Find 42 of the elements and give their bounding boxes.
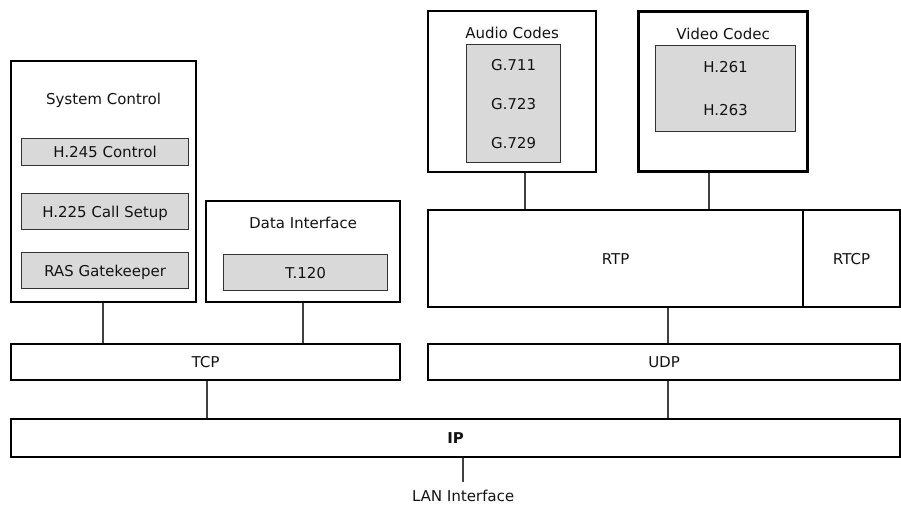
layer-box: [802, 209, 901, 308]
protocol-label: H.245 Control: [53, 143, 157, 161]
protocol-label: G.723: [490, 94, 536, 112]
group-heading: Data Interface: [248, 214, 358, 232]
group-box: [637, 10, 809, 173]
protocol-label: H.263: [703, 100, 748, 119]
protocol-box: [655, 45, 796, 132]
layer-box: [427, 209, 804, 308]
protocol-label: LAN Interface: [412, 487, 514, 505]
protocol-label: IP: [447, 429, 464, 447]
protocol-label: H.225 Call Setup: [42, 202, 168, 220]
protocol-box: [21, 138, 189, 166]
group-heading: Video Codec: [675, 25, 771, 43]
protocol-box: [21, 193, 189, 230]
layer-box: [10, 343, 401, 381]
layer-box: [10, 418, 901, 458]
protocol-box: [223, 254, 388, 291]
group-heading: Audio Codes: [464, 24, 560, 42]
protocol-label: T.120: [285, 264, 326, 282]
connector-line: [302, 303, 304, 343]
connector-line: [462, 458, 464, 482]
connector-line: [708, 173, 710, 209]
connector-line: [667, 381, 669, 418]
protocol-label: G.711: [490, 56, 536, 74]
connector-line: [524, 173, 526, 209]
protocol-label: RAS Gatekeeper: [44, 262, 166, 280]
connector-line: [667, 308, 669, 343]
group-heading: System Control: [45, 90, 162, 108]
protocol-label: RTCP: [832, 250, 870, 268]
protocol-label: TCP: [192, 353, 220, 371]
connector-line: [206, 381, 208, 418]
connector-line: [102, 303, 104, 343]
group-box: [205, 200, 401, 303]
protocol-label: RTP: [602, 250, 630, 268]
protocol-label: H.261: [703, 58, 748, 76]
protocol-box: [466, 44, 561, 163]
group-box: [10, 60, 197, 303]
protocol-label: UDP: [648, 353, 680, 371]
protocol-label: G.729: [490, 134, 536, 152]
protocol-box: [21, 252, 189, 289]
layer-box: [427, 343, 901, 381]
group-box: [427, 10, 597, 173]
